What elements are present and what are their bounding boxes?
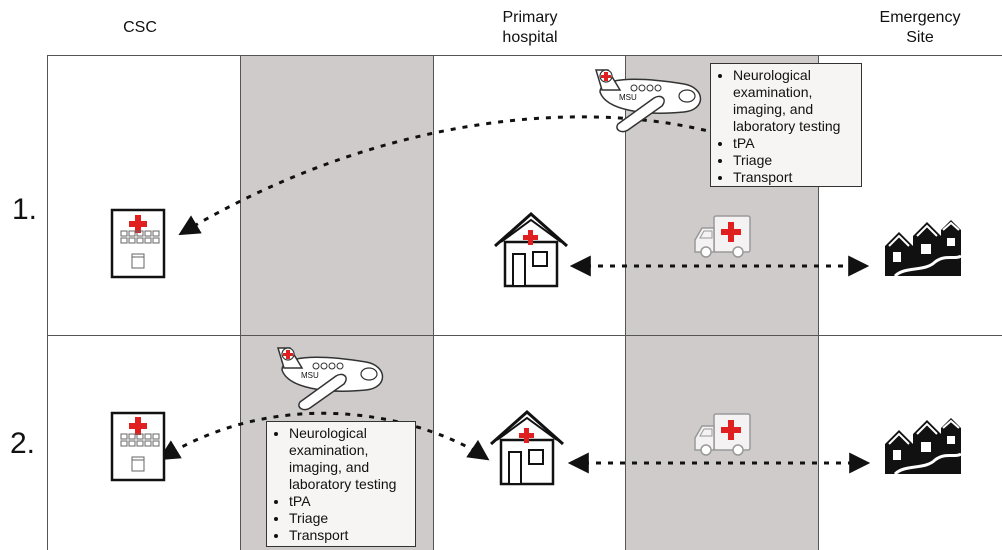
house-icon <box>490 409 564 486</box>
grid-left-line <box>47 55 48 550</box>
info-item-triage: Triage <box>733 152 857 169</box>
houses-icon <box>885 418 962 476</box>
column-header-primary-line2: hospital <box>502 29 558 46</box>
hospital-building-icon <box>110 411 166 482</box>
column-header-primary-line1: Primary <box>502 9 558 26</box>
aircraft-icon: MSU <box>594 69 702 133</box>
grid-col-line-2 <box>433 55 434 550</box>
ambulance-icon <box>694 413 751 456</box>
column-header-emergency-site: Emergency Site <box>860 8 980 48</box>
grid-row-divider <box>47 335 1002 336</box>
info-item-transport: Transport <box>289 527 411 544</box>
row-number-1: 1. <box>12 193 38 226</box>
hospital-building-icon <box>110 208 166 279</box>
column-header-csc-text: CSC <box>123 19 157 36</box>
aircraft-label: MSU <box>619 93 637 102</box>
grid-top-line <box>47 55 1002 56</box>
info-list-row2: Neurological examination, imaging, and l… <box>271 425 411 544</box>
column-header-emergency-line2: Site <box>906 29 934 46</box>
column-header-primary-hospital: Primary hospital <box>470 8 590 48</box>
info-box-row1: Neurological examination, imaging, and l… <box>710 63 862 187</box>
row-number-2: 2. <box>10 427 36 460</box>
houses-icon <box>885 220 962 278</box>
info-box-row2: Neurological examination, imaging, and l… <box>266 421 416 547</box>
grid-col-line-4 <box>818 55 819 550</box>
info-item-neurological: Neurological examination, imaging, and l… <box>733 67 857 135</box>
aircraft-label: MSU <box>301 371 319 380</box>
info-item-transport: Transport <box>733 169 857 186</box>
info-item-neurological: Neurological examination, imaging, and l… <box>289 425 411 493</box>
aircraft-icon: MSU <box>276 347 384 411</box>
row1-curved-arrow-to-csc <box>178 115 830 236</box>
ambulance-icon <box>694 215 751 258</box>
grid-col-line-1 <box>240 55 241 550</box>
info-item-tpa: tPA <box>733 135 857 152</box>
column-header-emergency-line1: Emergency <box>879 9 961 26</box>
info-item-tpa: tPA <box>289 493 411 510</box>
column-header-csc: CSC <box>100 18 180 38</box>
info-item-triage: Triage <box>289 510 411 527</box>
grid-col-line-3 <box>625 55 626 550</box>
info-list-row1: Neurological examination, imaging, and l… <box>715 67 857 186</box>
house-icon <box>494 211 568 288</box>
